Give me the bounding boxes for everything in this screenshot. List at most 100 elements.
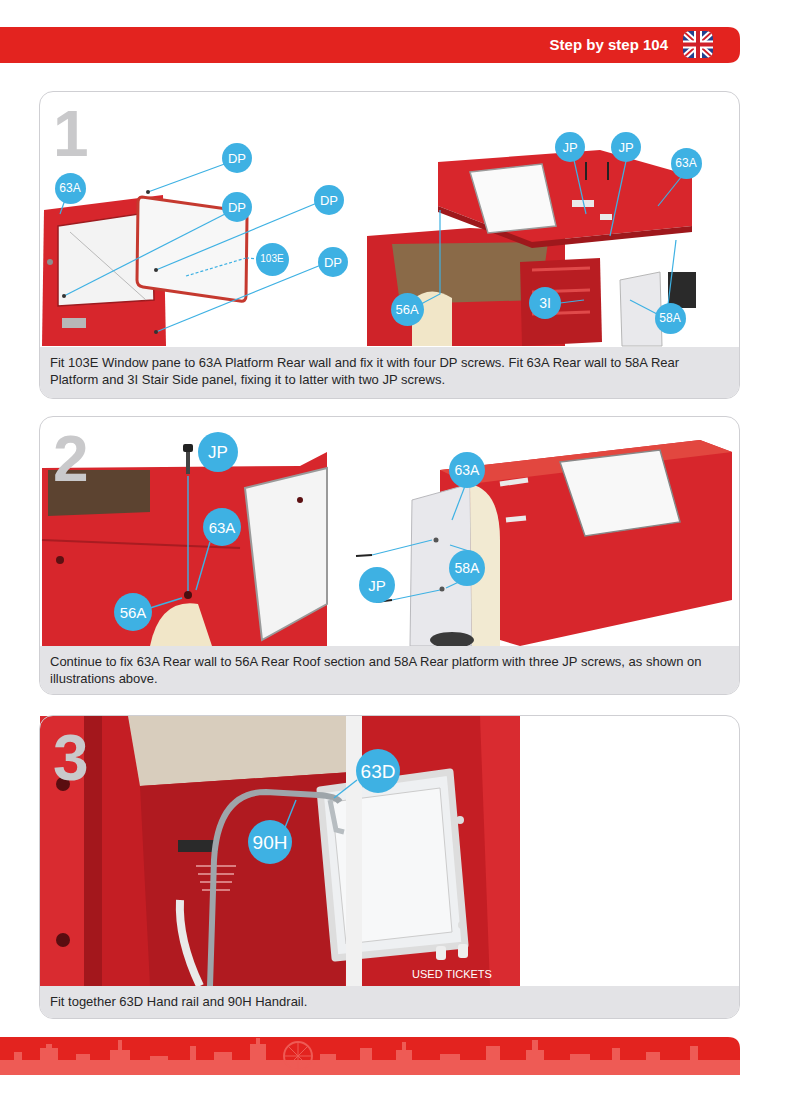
callout-number: 3I	[529, 287, 561, 319]
bus-body-drawing-part-part	[658, 176, 682, 206]
callout-number: 56A	[391, 293, 424, 326]
rear-wall-drawing-part-part	[154, 330, 158, 334]
rear-wall-drawing-part	[70, 232, 146, 300]
rear-roof-drawing-part	[56, 556, 64, 564]
callout-number: JP	[198, 432, 238, 472]
callout-number: 58A	[449, 550, 485, 586]
handrail-drawing-part	[330, 800, 344, 832]
header-band-part-part	[683, 31, 713, 58]
rear-platform-drawing-part	[500, 480, 528, 520]
rear-wall-drawing	[42, 162, 321, 346]
callout-number: 63A	[449, 452, 485, 488]
instruction-band: Fit together 63D Hand rail and 90H Handr…	[40, 986, 739, 1018]
rear-wall-drawing-part	[62, 190, 158, 334]
bus-body-drawing	[367, 150, 696, 346]
bus-body-drawing-part-part	[585, 162, 587, 180]
bus-body-drawing-part	[470, 164, 556, 233]
step-panel: 2JP63A56A63A58AJPContinue to fix 63A Rea…	[39, 416, 740, 695]
handrail-drawing-part	[210, 792, 340, 986]
page-title: Step by step 104	[550, 36, 668, 54]
bus-body-drawing-part	[520, 258, 602, 346]
handrail-drawing-part	[458, 921, 466, 929]
rear-wall-drawing-part-part	[64, 212, 229, 296]
rear-roof-drawing-part-part	[196, 542, 210, 590]
step-number: 1	[53, 102, 89, 166]
instruction-text: Fit 103E Window pane to 63A Platform Rea…	[50, 354, 729, 388]
callout-number: DP	[222, 143, 252, 173]
callout-number: JP	[555, 132, 585, 162]
instruction-band: Continue to fix 63A Rear wall to 56A Rea…	[40, 646, 739, 694]
callout-number: DP	[222, 192, 252, 222]
callout-number: 90H	[248, 820, 292, 864]
handrail-drawing-part	[456, 816, 464, 824]
instruction-text: Fit together 63D Hand rail and 90H Handr…	[50, 993, 729, 1010]
title-text: Step by step 104	[550, 36, 668, 53]
callout-text: 3I	[539, 296, 551, 310]
rear-wall-drawing-part-part	[146, 190, 150, 194]
handrail-drawing-part	[346, 716, 362, 986]
callout-text: JP	[562, 141, 577, 154]
bus-body-drawing-part-part	[610, 161, 626, 236]
footer-band-part	[0, 1038, 740, 1075]
rear-platform-drawing-part-part	[372, 540, 432, 555]
instruction-band: Fit 103E Window pane to 63A Platform Rea…	[40, 347, 739, 398]
rear-roof-drawing-part	[245, 468, 327, 640]
callout-number: DP	[314, 185, 344, 215]
bus-body-drawing-part-part	[630, 300, 657, 314]
callout-text: JP	[618, 141, 633, 154]
rear-platform-drawing	[356, 440, 732, 648]
bus-body-drawing-part	[586, 162, 608, 180]
step-panel: 3 63D 90H Fit together 63D Hand rail and 90…	[39, 715, 740, 1019]
rear-roof-drawing-part	[184, 591, 192, 599]
handrail-drawing-part-part	[334, 780, 357, 798]
header-band	[0, 27, 740, 63]
footer-band-part	[0, 1037, 740, 1075]
rear-platform-drawing-part-part	[434, 538, 439, 543]
callout-text: 103E	[260, 254, 283, 264]
step-number: 2	[53, 427, 89, 491]
callout-text: 63A	[455, 463, 480, 477]
sign-text: USED TICKETS	[412, 968, 492, 980]
callout-text: 63A	[675, 157, 696, 169]
step-panel: 1DP63ADPDP103EDPJPJP63A56A3I58AFit 103E …	[39, 91, 740, 399]
rear-roof-drawing-part-part	[150, 598, 182, 608]
bus-body-drawing-part-part	[574, 160, 586, 214]
header-band-part-part	[683, 31, 713, 58]
bus-body-drawing-part	[438, 150, 692, 242]
rear-wall-drawing-part-part	[148, 162, 230, 192]
rear-wall-drawing-part	[62, 318, 86, 328]
handrail-drawing-part	[40, 716, 520, 986]
rear-wall-drawing-part	[137, 197, 247, 301]
callout-text: DP	[320, 194, 338, 207]
callout-text: 90H	[253, 833, 288, 852]
callout-text: JP	[208, 444, 228, 461]
bus-body-drawing-part	[600, 214, 612, 220]
handrail-drawing-part	[480, 716, 520, 986]
handrail-drawing-part-part	[284, 800, 296, 830]
rear-wall-drawing-part	[47, 259, 53, 265]
rear-wall-drawing-part	[60, 162, 321, 332]
header-band-part-part	[683, 31, 713, 58]
header-band-part-part	[683, 31, 713, 58]
bus-body-drawing-part-part	[607, 162, 609, 180]
rear-platform-drawing-part-part	[440, 587, 445, 592]
callout-text: 63D	[361, 762, 396, 781]
handrail-drawing-part	[284, 780, 357, 830]
rear-platform-drawing-part	[560, 450, 680, 536]
callout-number: DP	[318, 247, 348, 277]
handrail-drawing	[40, 716, 520, 986]
callout-number: 63A	[55, 173, 86, 204]
footer-band	[0, 1037, 740, 1075]
callout-text: 56A	[395, 303, 418, 316]
rear-platform-drawing-part-part	[356, 555, 372, 556]
callout-text: DP	[228, 201, 246, 214]
step-number: 3	[53, 726, 89, 790]
instruction-text: Continue to fix 63A Rear wall to 56A Rea…	[50, 653, 729, 687]
callout-number: 103E	[256, 243, 289, 276]
handrail-drawing-part	[56, 933, 70, 947]
rear-platform-drawing-part	[434, 538, 445, 592]
footer-band-part	[284, 1042, 312, 1070]
rear-platform-drawing-part	[440, 440, 732, 646]
callout-text: 63A	[209, 520, 236, 535]
